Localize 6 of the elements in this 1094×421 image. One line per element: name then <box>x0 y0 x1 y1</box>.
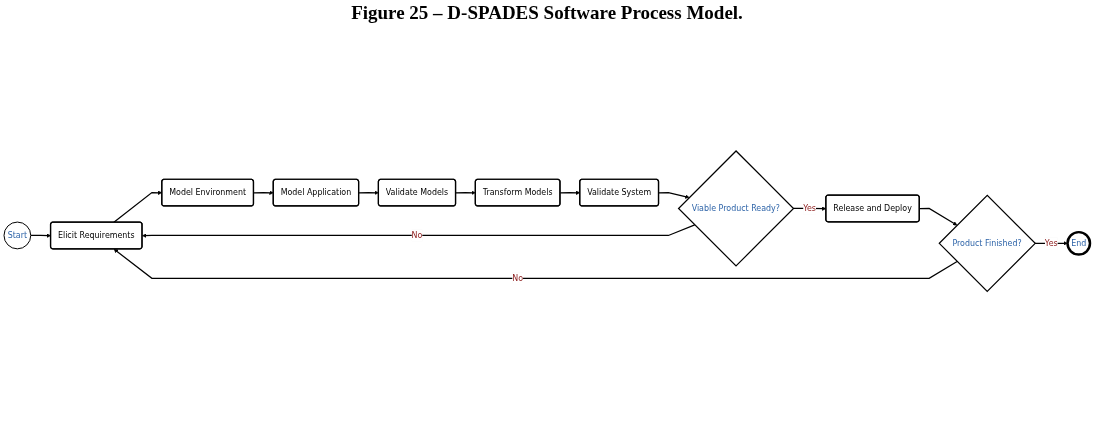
figure-title: Figure 25 – D-SPADES Software Process Model. <box>350 2 744 24</box>
arrow <box>358 190 379 195</box>
arrow <box>658 191 690 199</box>
arrow <box>142 224 696 238</box>
arrow <box>113 248 958 279</box>
arrow <box>30 233 51 238</box>
